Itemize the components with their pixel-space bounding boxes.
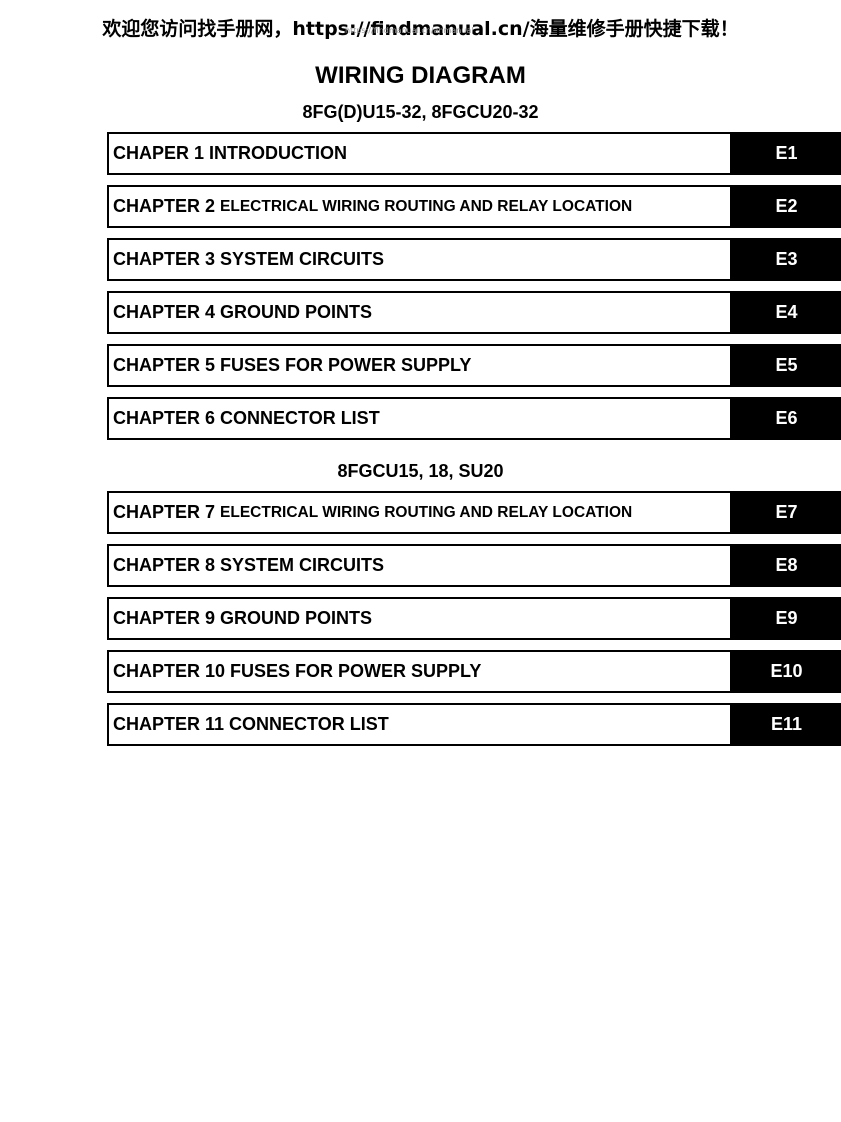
chapter-code-tab[interactable]: E10	[732, 650, 841, 693]
chapter-label-box: CHAPER 1 INTRODUCTION	[107, 132, 732, 175]
chapter-code-tab[interactable]: E9	[732, 597, 841, 640]
chapter-label-box: CHAPTER 8 SYSTEM CIRCUITS	[107, 544, 732, 587]
chapter-label: CHAPTER 2	[113, 196, 216, 216]
chapter-label: CHAPTER 3 SYSTEM CIRCUITS	[113, 249, 385, 269]
chapter-code-tab[interactable]: E6	[732, 397, 841, 440]
chapter-label-box: CHAPTER 3 SYSTEM CIRCUITS	[107, 238, 732, 281]
section-title: 8FGCU15, 18, SU20	[337, 461, 504, 481]
chapter-link-e7[interactable]: CHAPTER 7 ELECTRICAL WIRING ROUTING AND …	[107, 491, 841, 534]
chapter-link-e2[interactable]: CHAPTER 2 ELECTRICAL WIRING ROUTING AND …	[107, 185, 841, 228]
chapter-code-tab[interactable]: E11	[732, 703, 841, 746]
chapter-label: CHAPTER 8 SYSTEM CIRCUITS	[113, 555, 385, 575]
chapter-label-box: CHAPTER 7 ELECTRICAL WIRING ROUTING AND …	[107, 491, 732, 534]
chapter-link-e3[interactable]: CHAPTER 3 SYSTEM CIRCUITS E3	[107, 238, 841, 281]
chapter-link-e4[interactable]: CHAPTER 4 GROUND POINTS E4	[107, 291, 841, 334]
chapter-label-box: CHAPTER 10 FUSES FOR POWER SUPPLY	[107, 650, 732, 693]
chapter-code-tab[interactable]: E8	[732, 544, 841, 587]
chapter-code-tab[interactable]: E3	[732, 238, 841, 281]
page-title: WIRING DIAGRAM	[315, 62, 526, 89]
chapter-label: CHAPTER 10 FUSES FOR POWER SUPPLY	[113, 661, 482, 681]
chapter-label-box: CHAPTER 9 GROUND POINTS	[107, 597, 732, 640]
chapter-detail: ELECTRICAL WIRING ROUTING AND RELAY LOCA…	[220, 503, 633, 521]
banner-text: 欢迎您访问找手册网，https://findmanual.cn/海量维修手册快捷…	[102, 18, 739, 40]
chapter-label: CHAPTER 5 FUSES FOR POWER SUPPLY	[113, 355, 472, 375]
chapter-link-e8[interactable]: CHAPTER 8 SYSTEM CIRCUITS E8	[107, 544, 841, 587]
faint-url-watermark: https://findmanual.cn/ahmanual	[345, 26, 474, 35]
chapter-link-e9[interactable]: CHAPTER 9 GROUND POINTS E9	[107, 597, 841, 640]
chapter-label: CHAPER 1 INTRODUCTION	[113, 143, 348, 163]
chapter-label-box: CHAPTER 6 CONNECTOR LIST	[107, 397, 732, 440]
chapter-label-box: CHAPTER 2 ELECTRICAL WIRING ROUTING AND …	[107, 185, 732, 228]
chapter-detail: ELECTRICAL WIRING ROUTING AND RELAY LOCA…	[220, 197, 633, 215]
chapter-code-tab[interactable]: E4	[732, 291, 841, 334]
chapter-label: CHAPTER 9 GROUND POINTS	[113, 608, 373, 628]
chapter-code-tab[interactable]: E2	[732, 185, 841, 228]
chapter-link-e10[interactable]: CHAPTER 10 FUSES FOR POWER SUPPLY E10	[107, 650, 841, 693]
chapter-label: CHAPTER 6 CONNECTOR LIST	[113, 408, 380, 428]
section-title: 8FG(D)U15-32, 8FGCU20-32	[302, 102, 539, 122]
chapter-link-e6[interactable]: CHAPTER 6 CONNECTOR LIST E6	[107, 397, 841, 440]
chapter-code-tab[interactable]: E1	[732, 132, 841, 175]
chapter-link-e5[interactable]: CHAPTER 5 FUSES FOR POWER SUPPLY E5	[107, 344, 841, 387]
chapter-link-e1[interactable]: CHAPER 1 INTRODUCTION E1	[107, 132, 841, 175]
chapter-code-tab[interactable]: E7	[732, 491, 841, 534]
chapter-label: CHAPTER 7	[113, 502, 216, 522]
chapter-label-box: CHAPTER 5 FUSES FOR POWER SUPPLY	[107, 344, 732, 387]
chapter-label-box: CHAPTER 4 GROUND POINTS	[107, 291, 732, 334]
chapter-label: CHAPTER 4 GROUND POINTS	[113, 302, 373, 322]
chapter-label-box: CHAPTER 11 CONNECTOR LIST	[107, 703, 732, 746]
chapter-code-tab[interactable]: E5	[732, 344, 841, 387]
download-banner: 欢迎您访问找手册网，https://findmanual.cn/海量维修手册快捷…	[0, 14, 841, 41]
chapter-label: CHAPTER 11 CONNECTOR LIST	[113, 714, 389, 734]
chapter-link-e11[interactable]: CHAPTER 11 CONNECTOR LIST E11	[107, 703, 841, 746]
